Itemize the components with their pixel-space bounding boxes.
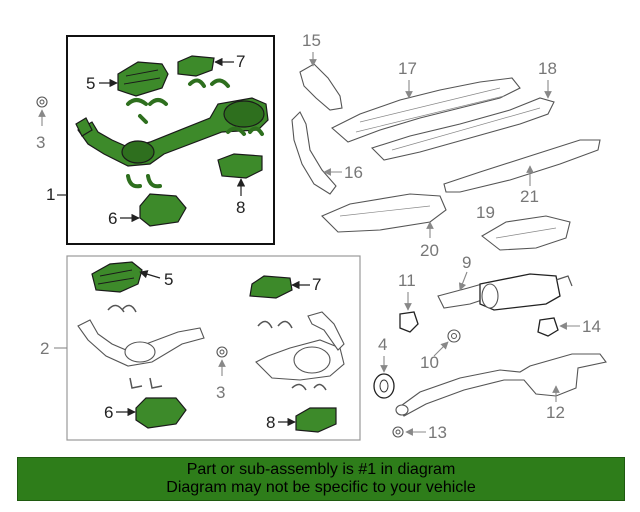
callout-7b: 7 [312,275,321,294]
banner-line-2: Diagram may not be specific to your vehi… [166,479,476,496]
callout-12: 12 [546,403,565,422]
callout-20: 20 [420,241,439,260]
callout-7a: 7 [236,52,245,71]
brackets-upper[interactable] [126,78,264,189]
heat-shield-6-upper[interactable] [139,193,187,227]
callout-2: 2 [40,339,49,358]
callout-3a: 3 [36,133,45,152]
part-13-nut [392,426,404,438]
callout-6a: 6 [108,209,117,228]
part-21-heat-insulator [443,139,601,193]
part-17-heat-insulator [331,77,521,143]
callout-8a: 8 [236,198,245,217]
part-10-nut [447,329,461,343]
part-3-nut-lower [216,346,228,358]
heat-shield-5-lower[interactable] [91,261,143,293]
assembly-1-box [66,35,275,245]
parts-diagram: 1 5 7 6 8 3 2 5 7 [36,31,607,442]
part-16-shield [291,111,337,195]
heat-shield-5-upper[interactable] [117,61,169,97]
callout-6b: 6 [104,403,113,422]
heat-shield-7-lower[interactable] [249,275,293,299]
callout-10: 10 [420,353,439,372]
heat-shield-6-lower[interactable] [135,397,187,429]
pipe-assembly-2-right [255,311,345,381]
heat-shield-8-lower[interactable] [295,407,337,433]
callout-1: 1 [46,185,55,204]
brackets-lower [107,304,327,391]
front-pipe-assembly[interactable] [75,97,269,167]
callout-11: 11 [398,271,416,290]
part-20-heat-insulator [321,193,447,233]
callout-3b: 3 [216,383,225,402]
banner-line-1: Part or sub-assembly is #1 in diagram [186,461,456,478]
heat-shield-7-upper[interactable] [177,55,215,77]
callout-9: 9 [462,253,471,272]
callout-16: 16 [344,163,363,182]
callout-8b: 8 [266,413,275,432]
callout-17: 17 [398,59,417,78]
heat-shield-8-upper[interactable] [217,153,263,179]
callout-4: 4 [378,335,387,354]
callout-13: 13 [428,423,447,442]
callout-18: 18 [538,59,557,78]
part-14-hanger [537,317,559,337]
callout-5a: 5 [86,74,95,93]
info-banner: Part or sub-assembly is #1 in diagram Di… [17,457,625,501]
pipe-assembly-2-left [77,319,205,367]
part-15-shield [299,63,343,111]
part-19-heat-insulator [481,215,571,251]
part-9-muffler [437,273,573,311]
part-11-hanger [399,311,419,333]
part-18-heat-insulator [370,97,555,161]
part-3-nut-upper[interactable] [36,96,48,108]
callout-5b: 5 [164,270,173,289]
callout-14: 14 [582,317,601,336]
callout-19: 19 [476,203,495,222]
part-4-gasket [373,373,395,399]
callout-15: 15 [302,31,321,50]
callout-21: 21 [520,187,539,206]
part-12-tailpipe [395,353,607,417]
